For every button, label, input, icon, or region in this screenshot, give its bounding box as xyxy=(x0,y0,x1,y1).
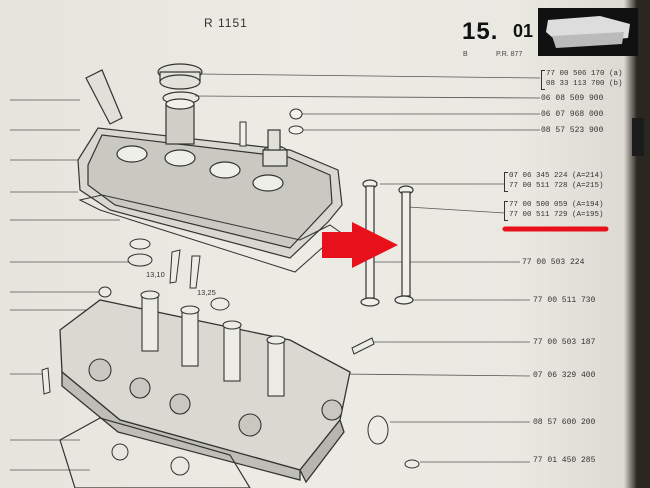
part-number: 77 00 503 224 xyxy=(522,258,585,267)
part-number: 06 07 968 000 xyxy=(541,110,604,119)
brace xyxy=(504,172,508,192)
section-number: 15. xyxy=(462,18,499,45)
ref-b: B xyxy=(463,51,468,58)
part-number: 08 57 600 200 xyxy=(533,418,596,427)
part-number: 77 00 511 728 xyxy=(509,182,568,190)
brace xyxy=(541,70,545,90)
cylinder-head xyxy=(59,299,351,484)
part-number: 08 57 523 900 xyxy=(541,126,604,135)
model-code: R 1151 xyxy=(204,16,248,30)
part-number: 77 00 503 187 xyxy=(533,338,596,347)
section-sub-number: 01 xyxy=(513,21,534,41)
brace xyxy=(504,201,508,221)
section-tab xyxy=(632,118,644,156)
part-number: 77 00 500 059 xyxy=(509,201,568,209)
red-arrow-icon xyxy=(322,222,398,268)
part-tag: (a) xyxy=(609,70,623,78)
part-tag: (b) xyxy=(609,80,623,88)
part-number: 77 00 506 170 xyxy=(546,70,605,78)
part-number: 77 00 511 729 xyxy=(509,211,568,219)
dimension-label: 13,10 xyxy=(146,270,165,279)
part-number: 06 08 509 900 xyxy=(541,94,604,103)
part-tag: (A=215) xyxy=(572,182,604,190)
part-number: 08 33 113 700 xyxy=(546,80,605,88)
dimension-label: 13,25 xyxy=(197,288,216,297)
part-number-group-2: 07 06 345 224 (A=214) 77 00 511 728 (A=2… xyxy=(509,171,604,191)
part-tag: (A=194) xyxy=(572,201,604,209)
part-number: 07 06 345 224 xyxy=(509,172,568,180)
part-number: 77 01 450 285 xyxy=(533,456,596,465)
part-number-group-1: 77 00 506 170 (a) 08 33 113 700 (b) xyxy=(546,69,623,89)
part-tag: (A=195) xyxy=(572,211,604,219)
part-tag: (A=214) xyxy=(572,172,604,180)
part-number: 07 06 329 400 xyxy=(533,371,596,380)
part-number: 77 00 511 730 xyxy=(533,296,596,305)
part-number-group-3: 77 00 500 059 (A=194) 77 00 511 729 (A=1… xyxy=(509,200,604,220)
ref-pr: P.R. 877 xyxy=(496,51,523,58)
